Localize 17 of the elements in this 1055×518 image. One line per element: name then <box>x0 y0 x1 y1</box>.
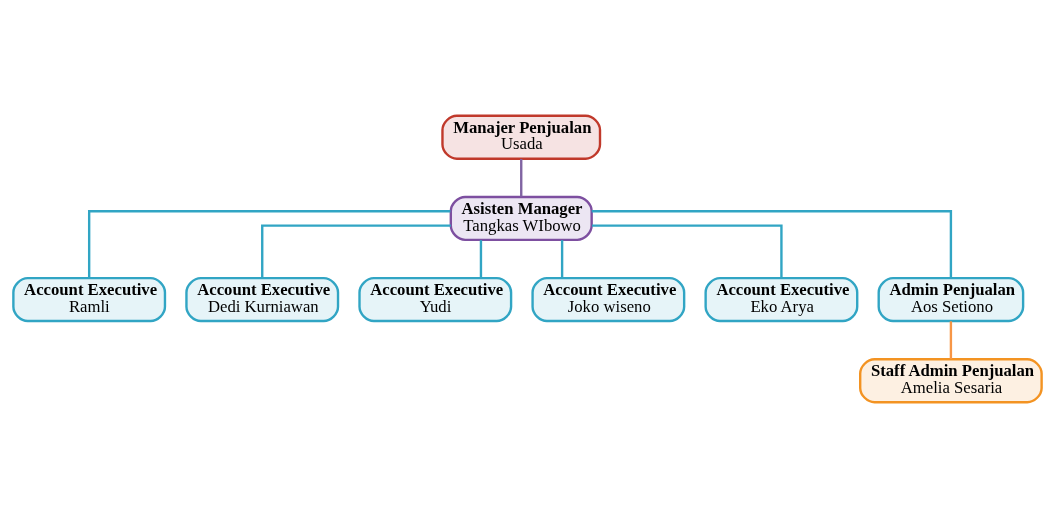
node-box: Manajer Penjualan Usada <box>441 114 602 160</box>
connector <box>479 240 483 278</box>
node-box: Staff Admin Penjualan Amelia Sesaria <box>859 358 1043 404</box>
node-box: Account Executive Eko Arya <box>704 276 859 323</box>
node-box: Account Executive Joko wiseno <box>531 276 686 323</box>
node-box: Account Executive Yudi <box>358 276 513 323</box>
node-box: Admin Penjualan Aos Setiono <box>877 276 1025 323</box>
connector <box>560 240 564 278</box>
connector <box>520 159 523 197</box>
connector <box>949 321 953 359</box>
connector <box>591 210 953 278</box>
node-box: Asisten Manager Tangkas WIbowo <box>449 195 593 242</box>
connector <box>261 224 451 278</box>
connector <box>592 224 783 278</box>
node-box: Account Executive Ramli <box>12 276 167 323</box>
connector <box>87 210 451 278</box>
node-box: Account Executive Dedi Kurniawan <box>185 276 340 323</box>
